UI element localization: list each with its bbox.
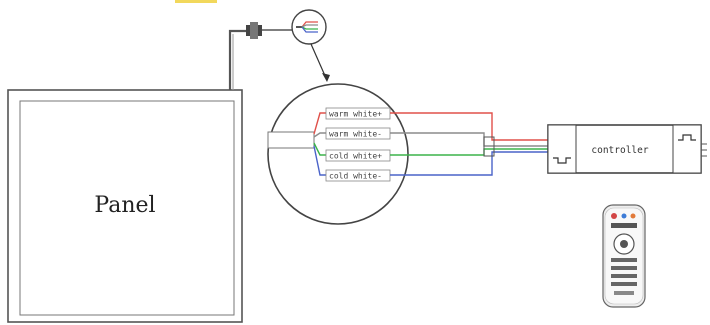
fanout-wire-green	[313, 142, 326, 156]
small-magnifier-ring	[291, 9, 327, 45]
wire-blue-run	[390, 151, 548, 176]
remote-button-row-1	[611, 223, 637, 228]
top-decor-mark	[175, 0, 217, 3]
remote-face	[604, 207, 644, 305]
remote-control	[602, 204, 646, 308]
remote-button-row-3	[611, 266, 637, 270]
remote-button-orange	[630, 213, 636, 219]
cable-jacket	[267, 131, 315, 149]
remote-power-button	[611, 213, 617, 219]
remote-button-blue	[621, 213, 627, 219]
led-panel: Panel	[7, 89, 243, 323]
zoom-arrow-line	[310, 43, 327, 79]
controller-right-cap	[672, 124, 702, 174]
small-wire-red	[301, 21, 318, 28]
remote-button-row-2	[611, 258, 637, 262]
wire-label-1-text: warm white+	[329, 110, 382, 119]
small-wire-blue	[301, 26, 318, 33]
small-magnifier	[291, 9, 327, 45]
panel-frame-inner	[19, 100, 235, 316]
large-magnifier: warm white+ warm white- cold white+ cold…	[267, 83, 409, 225]
wire-label-3: cold white+	[325, 149, 391, 162]
wire-label-1: warm white+	[325, 107, 391, 120]
wire-label-2-text: warm white-	[329, 130, 382, 139]
panel-cable	[228, 29, 246, 90]
wire-label-2: warm white-	[325, 127, 391, 140]
zoom-arrowhead	[322, 73, 330, 82]
remote-button-row-4	[611, 274, 637, 278]
controller-unit: controller	[547, 124, 707, 174]
left-mount-slot	[553, 157, 571, 164]
remote-button-row-5	[611, 282, 637, 286]
zoom-arrow	[310, 43, 330, 82]
fanout-wire-blue	[313, 145, 326, 176]
controller-label: controller	[591, 145, 648, 156]
wire-label-4-text: cold white-	[329, 172, 382, 181]
right-mount-slot	[678, 134, 696, 141]
remote-dpad-center	[620, 240, 628, 248]
controller-left-cap	[547, 124, 577, 174]
wire-red-run	[390, 112, 548, 141]
panel-label: Panel	[94, 193, 155, 218]
wire-label-3-text: cold white+	[329, 152, 382, 161]
controller-output-leads	[701, 143, 707, 157]
fanout-wire-gray	[313, 132, 326, 138]
controller-wires	[390, 112, 548, 176]
wire-junction	[483, 136, 495, 157]
remote-button-row-6	[614, 291, 634, 295]
small-wire-gray	[301, 24, 318, 28]
wire-label-4: cold white-	[325, 169, 391, 182]
fanout-wire-red	[313, 112, 326, 135]
cable-connector-collar	[250, 22, 258, 39]
